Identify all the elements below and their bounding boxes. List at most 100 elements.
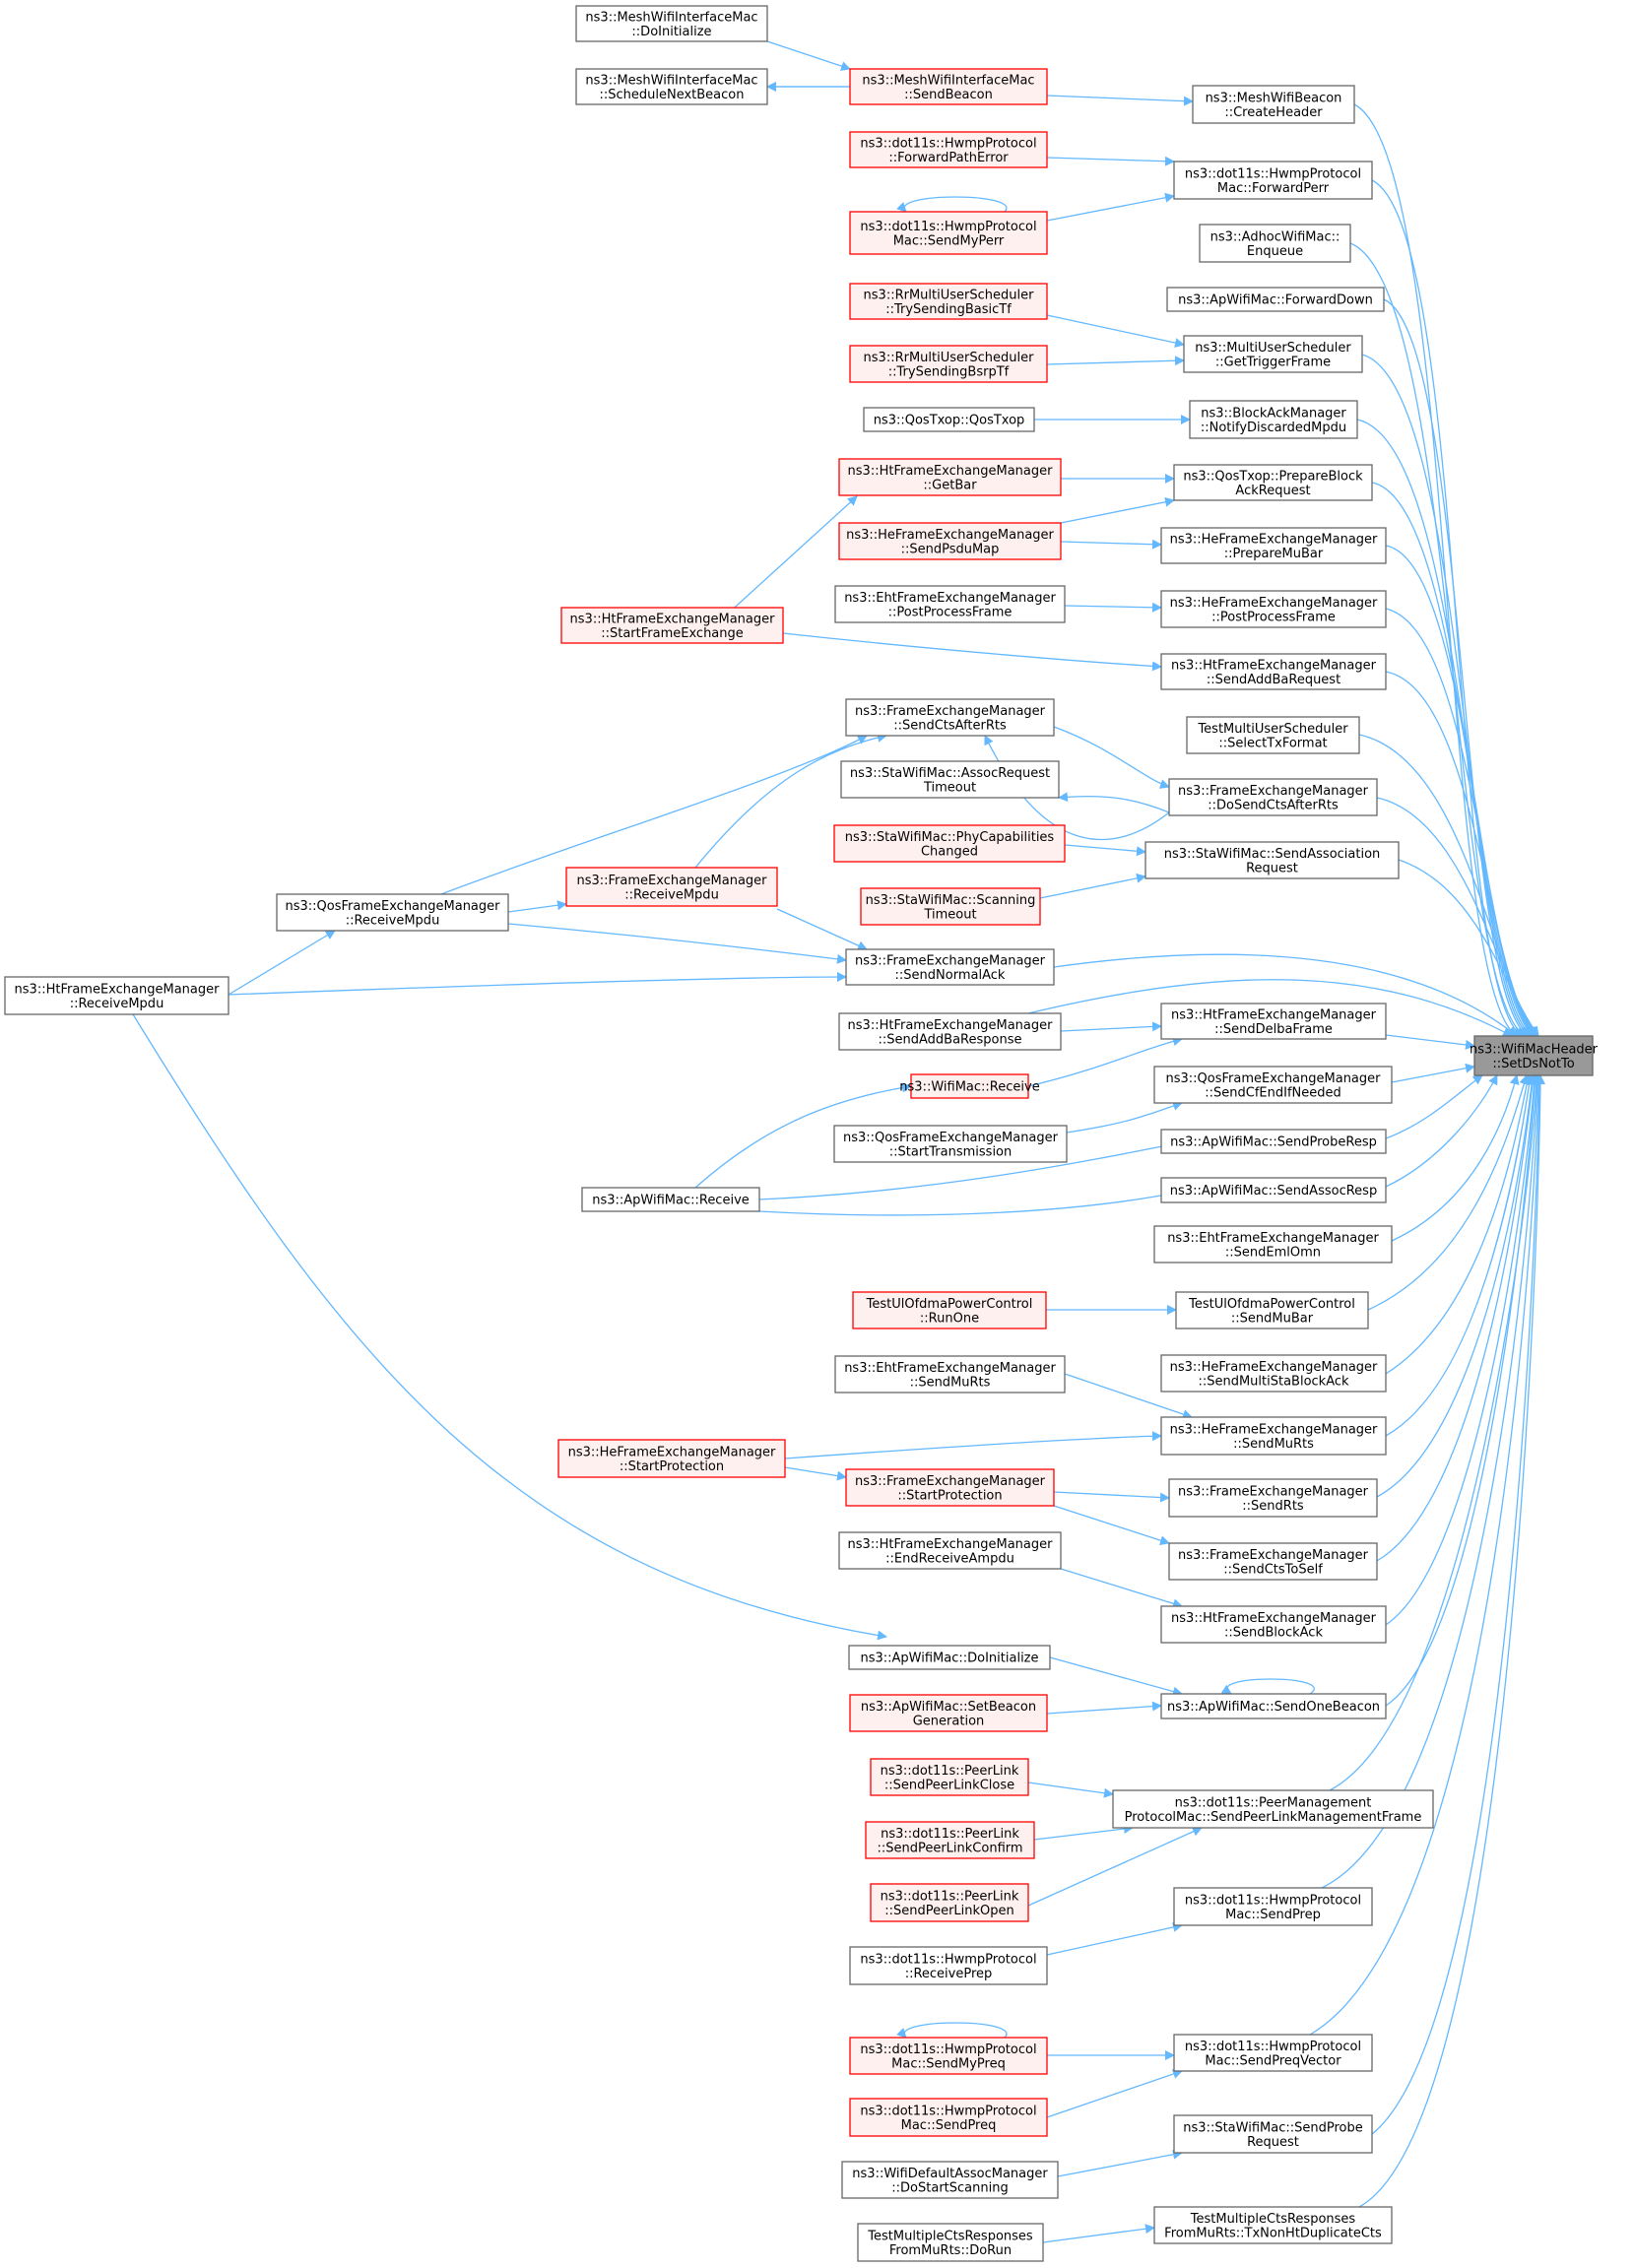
node-mesh-doinit[interactable]: ns3::MeshWifiInterfaceMac::DoInitialize [575,5,768,42]
node-ehtfem-sendmurts[interactable]: ns3::EhtFrameExchangeManager::SendMuRts [834,1355,1066,1393]
node-htfem-endreceiveampdu[interactable]: ns3::HtFrameExchangeManager::EndReceiveA… [838,1531,1062,1570]
node-adhoc-enqueue[interactable]: ns3::AdhocWifiMac::Enqueue [1199,224,1351,263]
call-edge [1383,298,1529,1037]
node-box [833,824,1066,863]
node-htfem-receivempdu[interactable]: ns3::HtFrameExchangeManager::ReceiveMpdu [4,976,229,1015]
node-rr-bsrptf[interactable]: ns3::RrMultiUserScheduler::TrySendingBsr… [849,345,1048,383]
node-ehtfem-postprocess[interactable]: ns3::EhtFrameExchangeManager::PostProces… [834,585,1066,623]
node-ap-forwarddown[interactable]: ns3::ApWifiMac::ForwardDown [1166,287,1385,312]
call-edge [758,1138,1183,1200]
node-ehtfem-sendemlomn[interactable]: ns3::EhtFrameExchangeManager::SendEmlOmn [1153,1225,1393,1264]
call-edge [1391,1074,1520,1242]
node-label: ::SendMuBar [1231,1311,1314,1326]
node-hefem-startprotection[interactable]: ns3::HeFrameExchangeManager::StartProtec… [557,1439,786,1478]
node-peerlink-close[interactable]: ns3::dot11s::PeerLink::SendPeerLinkClose [870,1758,1029,1796]
node-label: ::PostProcessFrame [1211,610,1336,624]
node-wdam-dostartscanning[interactable]: ns3::WifiDefaultAssocManager::DoStartSca… [841,2161,1059,2199]
call-edge [1066,1101,1183,1134]
node-testmus-selecttx[interactable]: TestMultiUserScheduler::SelectTxFormat [1186,716,1360,754]
node-qosfem-receivempdu[interactable]: ns3::QosFrameExchangeManager::ReceiveMpd… [276,893,509,932]
node-htfem-sendaddbaresponse[interactable]: ns3::HtFrameExchangeManager::SendAddBaRe… [838,1012,1062,1051]
node-label: ns3::FrameExchangeManager [1178,784,1369,799]
node-label: Mac::SendPreqVector [1205,2053,1341,2068]
node-testul-sendmubar[interactable]: TestUlOfdmaPowerControl::SendMuBar [1175,1291,1369,1329]
node-htfem-startframeexchange[interactable]: ns3::HtFrameExchangeManager::StartFrameE… [560,607,784,644]
node-box [276,893,509,932]
node-label: Generation [913,1714,985,1728]
node-htfem-senddelba[interactable]: ns3::HtFrameExchangeManager::SendDelbaFr… [1160,1003,1387,1040]
node-hefem-sendmurts[interactable]: ns3::HeFrameExchangeManager::SendMuRts [1160,1416,1387,1456]
call-edge [896,2022,1008,2039]
node-ap-sendonebeacon[interactable]: ns3::ApWifiMac::SendOneBeacon [1160,1693,1387,1719]
node-box [849,1694,1048,1732]
node-fem-sendnormalack[interactable]: ns3::FrameExchangeManager::SendNormalAck [845,948,1055,986]
node-box [1160,1354,1387,1393]
node-hwmpmac-fwdperr[interactable]: ns3::dot11s::HwmpProtocolMac::ForwardPer… [1173,161,1373,200]
node-mesh-schednext[interactable]: ns3::MeshWifiInterfaceMac::ScheduleNextB… [575,68,768,105]
call-edge [1371,482,1535,1037]
node-root[interactable]: ns3::WifiMacHeader::SetDsNotTo [1470,1035,1599,1076]
node-box [1173,464,1373,501]
node-testcts-txnonht[interactable]: TestMultipleCtsResponsesFromMuRts::TxNon… [1153,2206,1393,2244]
node-fem-sendctsafterrts[interactable]: ns3::FrameExchangeManager::SendCtsAfterR… [845,698,1055,737]
node-label: ::StartFrameExchange [601,626,744,641]
call-edge [1385,671,1537,1037]
node-qostxop-qostxop[interactable]: ns3::QosTxop::QosTxop [863,407,1035,432]
node-fem-sendctstoself[interactable]: ns3::FrameExchangeManager::SendCtsToSelf [1168,1542,1378,1581]
node-fem-receivempdu[interactable]: ns3::FrameExchangeManager::ReceiveMpdu [565,867,778,907]
node-testul-runone[interactable]: TestUlOfdmaPowerControl::RunOne [852,1291,1047,1329]
node-box [849,345,1048,383]
node-meshbeacon-createheader[interactable]: ns3::MeshWifiBeacon::CreateHeader [1192,85,1355,124]
node-hwmpmac-sendpreqvector[interactable]: ns3::dot11s::HwmpProtocolMac::SendPreqVe… [1173,2034,1373,2072]
node-ap-sendassocresp[interactable]: ns3::ApWifiMac::SendAssocResp [1160,1177,1387,1203]
node-pmp-sendmgmt[interactable]: ns3::dot11s::PeerManagementProtocolMac::… [1112,1789,1434,1829]
node-mesh-sendbeacon[interactable]: ns3::MeshWifiInterfaceMac::SendBeacon [849,68,1048,105]
node-fem-sendrts[interactable]: ns3::FrameExchangeManager::SendRts [1168,1478,1378,1518]
node-htfem-getbar[interactable]: ns3::HtFrameExchangeManager::GetBar [838,458,1062,496]
call-edge [1309,1074,1543,2036]
node-peerlink-confirm[interactable]: ns3::dot11s::PeerLink::SendPeerLinkConfi… [865,1821,1035,1859]
node-wifimac-receive[interactable]: ns3::WifiMac::Receive [899,1073,1040,1099]
node-htfem-sendblockack[interactable]: ns3::HtFrameExchangeManager::SendBlockAc… [1160,1605,1387,1644]
node-box [865,1821,1035,1859]
call-edge [1060,496,1175,524]
call-edge [1046,95,1194,106]
call-edge [1385,1074,1540,1707]
node-label: ns3::dot11s::HwmpProtocol [860,1952,1036,1967]
node-hefem-preparemubar[interactable]: ns3::HeFrameExchangeManager::PrepareMuBa… [1160,527,1387,564]
node-qosfem-starttx[interactable]: ns3::QosFrameExchangeManager::StartTrans… [833,1125,1068,1163]
node-bam-notifydiscarded[interactable]: ns3::BlockAckManager::NotifyDiscardedMpd… [1189,400,1358,439]
node-box [1160,1003,1387,1040]
node-hefem-sendmultista[interactable]: ns3::HeFrameExchangeManager::SendMultiSt… [1160,1354,1387,1393]
node-mus-gettrigger[interactable]: ns3::MultiUserScheduler::GetTriggerFrame [1183,335,1363,373]
node-ap-doinit[interactable]: ns3::ApWifiMac::DoInitialize [848,1645,1051,1670]
node-hefem-sendpsdumap[interactable]: ns3::HeFrameExchangeManager::SendPsduMap [838,522,1062,560]
node-fem-dosendcts[interactable]: ns3::FrameExchangeManager::DoSendCtsAfte… [1168,778,1378,816]
node-box [1173,161,1373,200]
node-peerlink-open[interactable]: ns3::dot11s::PeerLink::SendPeerLinkOpen [870,1883,1029,1922]
call-edge [1046,1701,1162,1715]
node-hefem-postprocess[interactable]: ns3::HeFrameExchangeManager::PostProcess… [1160,590,1387,628]
call-edge [1053,726,1170,789]
node-htfem-sendaddbarequest[interactable]: ns3::HtFrameExchangeManager::SendAddBaRe… [1160,653,1387,690]
node-hwmp-receiveprep[interactable]: ns3::dot11s::HwmpProtocol::ReceivePrep [849,1946,1048,1985]
node-qosfem-sendcfend[interactable]: ns3::QosFrameExchangeManager::SendCfEndI… [1153,1066,1393,1104]
node-ap-sendproberesp[interactable]: ns3::ApWifiMac::SendProbeResp [1160,1129,1387,1154]
node-ap-receive[interactable]: ns3::ApWifiMac::Receive [581,1187,760,1212]
node-box [1166,287,1385,312]
node-hwmp-fwdpatherror[interactable]: ns3::dot11s::HwmpProtocol::ForwardPathEr… [849,131,1048,168]
node-fem-startprotection[interactable]: ns3::FrameExchangeManager::StartProtecti… [845,1468,1055,1507]
node-rr-basictf[interactable]: ns3::RrMultiUserScheduler::TrySendingBas… [849,283,1048,320]
